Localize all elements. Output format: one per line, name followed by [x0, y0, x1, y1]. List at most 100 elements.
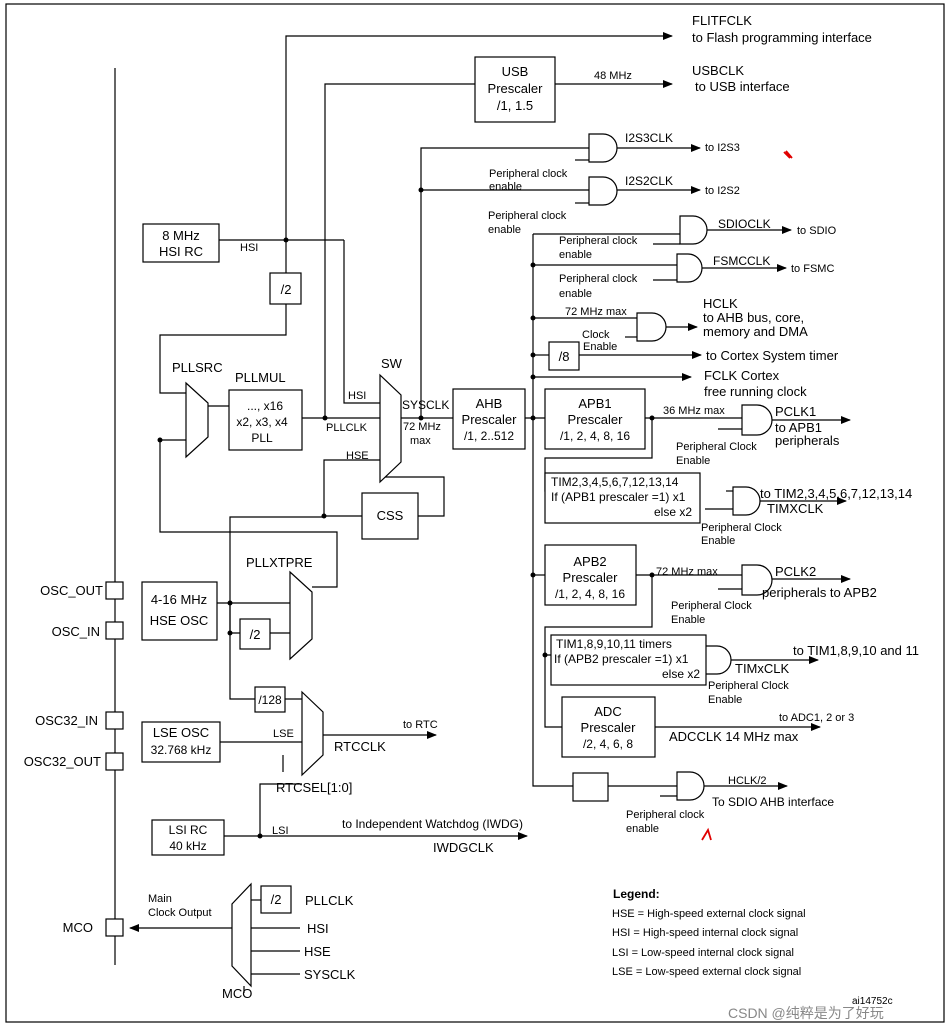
svg-text:enable: enable	[626, 823, 659, 835]
iwdgclk-label: IWDGCLK	[433, 840, 494, 855]
svg-text:Prescaler: Prescaler	[581, 720, 637, 735]
svg-text:Prescaler: Prescaler	[568, 412, 624, 427]
svg-text:Prescaler: Prescaler	[462, 412, 518, 427]
timxclk-label: TIMXCLK	[767, 501, 824, 516]
svg-text:Clock Output: Clock Output	[148, 907, 212, 919]
fclk-label2: free running clock	[704, 384, 807, 399]
svg-text:else x2: else x2	[662, 667, 700, 681]
muxes	[185, 373, 402, 988]
pll-box	[228, 389, 303, 451]
adcclk-label: ADCCLK 14 MHz max	[669, 729, 799, 744]
sdioclk-label: SDIOCLK	[718, 217, 771, 231]
mco-labels: Main Clock Output /2 PLLCLK HSI HSE SYSC…	[148, 892, 356, 1001]
svg-text:/1, 2, 4, 8, 16: /1, 2, 4, 8, 16	[560, 429, 630, 443]
svg-text:Prescaler: Prescaler	[488, 81, 544, 96]
pclk2-label: PCLK2	[775, 564, 816, 579]
usbclk-label: USBCLK	[692, 63, 744, 78]
hse-osc-box	[141, 581, 218, 641]
svg-text:Peripheral Clock: Peripheral Clock	[708, 680, 789, 692]
svg-text:HSI RC: HSI RC	[159, 244, 203, 259]
svg-text:/1, 2..512: /1, 2..512	[464, 429, 514, 443]
legend-hse: HSE = High-speed external clock signal	[612, 908, 806, 920]
svg-text:TIM2,3,4,5,6,7,12,13,14: TIM2,3,4,5,6,7,12,13,14	[551, 475, 679, 489]
svg-text:LSI RC: LSI RC	[169, 823, 208, 837]
svg-text:AHB: AHB	[476, 396, 503, 411]
svg-text:LSE OSC: LSE OSC	[153, 725, 209, 740]
svg-text:enable: enable	[489, 181, 522, 193]
svg-text:Peripheral Clock: Peripheral Clock	[671, 600, 752, 612]
rtcsel-mux	[301, 690, 324, 777]
hclk-and-gate	[636, 312, 667, 342]
adc-prescaler-box	[561, 696, 656, 758]
pin-labels: OSC_OUT OSC_IN OSC32_IN OSC32_OUT MCO	[24, 583, 103, 935]
legend: Legend: HSE = High-speed external clock …	[612, 887, 806, 978]
and-gates	[588, 133, 773, 801]
svg-text:/128: /128	[258, 693, 282, 707]
svg-text:SYSCLK: SYSCLK	[402, 398, 449, 412]
i2s3-dest: to I2S3	[705, 142, 740, 154]
svg-text:Peripheral clock: Peripheral clock	[559, 273, 638, 285]
svg-text:HSI: HSI	[307, 921, 329, 936]
tim-apb2-dest: to TIM1,8,9,10 and 11	[793, 643, 919, 658]
svg-text:40 kHz: 40 kHz	[169, 839, 206, 853]
apb1-max: 36 MHz max	[663, 405, 725, 417]
pllxtpre-mux	[289, 570, 313, 661]
apb2-prescaler-box	[544, 544, 637, 606]
i2s3clk-label: I2S3CLK	[625, 131, 673, 145]
figure-frame	[5, 3, 945, 1023]
flitfclk-dest: to Flash programming interface	[692, 30, 872, 45]
svg-text:HSE OSC: HSE OSC	[150, 613, 209, 628]
svg-text:HSI: HSI	[240, 242, 258, 254]
fsmc-dest: to FSMC	[791, 263, 834, 275]
svg-text:8 MHz: 8 MHz	[162, 228, 200, 243]
red-annotation-mark	[783, 150, 793, 159]
usbclk-dest: to USB interface	[695, 79, 790, 94]
rtc-dest: to RTC	[403, 719, 438, 731]
css-box	[361, 492, 419, 540]
svg-text:MCO: MCO	[63, 920, 93, 935]
enable-labels: Peripheral clock enable Peripheral clock…	[488, 168, 789, 835]
hclk2-dest: To SDIO AHB interface	[712, 795, 834, 809]
svg-text:OSC32_OUT: OSC32_OUT	[24, 754, 101, 769]
svg-text:..., x16: ..., x16	[247, 399, 283, 413]
svg-text:/2: /2	[271, 892, 282, 907]
fclk-label1: FCLK Cortex	[704, 368, 780, 383]
mco-div2-box	[260, 885, 292, 914]
mco-mux	[231, 882, 252, 988]
figure-id: ai14752c	[852, 996, 893, 1007]
legend-lse: LSE = Low-speed external clock signal	[612, 966, 801, 978]
svg-text:PLLCLK: PLLCLK	[326, 422, 368, 434]
osc-in-pin	[105, 621, 124, 640]
hse-div2-box	[239, 618, 271, 650]
hclk-div2-box	[572, 772, 609, 802]
div8-box	[548, 341, 580, 371]
svg-text:Peripheral clock: Peripheral clock	[626, 809, 705, 821]
pllsrc-mux	[185, 381, 209, 459]
lsi-rc-box	[151, 819, 225, 856]
pclk1-and-gate	[741, 404, 773, 436]
svg-text:Peripheral clock: Peripheral clock	[489, 168, 568, 180]
svg-text:PLLXTPRE: PLLXTPRE	[246, 555, 313, 570]
osc32-out-pin	[105, 752, 124, 771]
pclk2-dest: peripherals to APB2	[762, 585, 877, 600]
svg-text:CSS: CSS	[377, 508, 404, 523]
svg-text:OSC_OUT: OSC_OUT	[40, 583, 103, 598]
svg-text:/1, 2, 4, 8, 16: /1, 2, 4, 8, 16	[555, 587, 625, 601]
svg-text:ADC: ADC	[594, 704, 621, 719]
iwdg-dest: to Independent Watchdog (IWDG)	[342, 817, 523, 831]
svg-text:LSI: LSI	[272, 825, 289, 837]
svg-text:Peripheral Clock: Peripheral Clock	[676, 441, 757, 453]
svg-text:LSE: LSE	[273, 728, 294, 740]
tim-apb1-box	[544, 472, 701, 524]
apb1-prescaler-box	[544, 388, 646, 450]
usb-prescaler-box	[474, 56, 556, 123]
legend-title: Legend:	[613, 887, 660, 901]
blocks	[105, 56, 707, 937]
i2s3-and-gate	[588, 133, 618, 163]
svg-text:HSE: HSE	[304, 944, 331, 959]
adc-dest: to ADC1, 2 or 3	[779, 712, 854, 724]
i2s2-dest: to I2S2	[705, 185, 740, 197]
legend-hsi: HSI = High-speed internal clock signal	[612, 927, 798, 939]
legend-lsi: LSI = Low-speed internal clock signal	[612, 947, 794, 959]
